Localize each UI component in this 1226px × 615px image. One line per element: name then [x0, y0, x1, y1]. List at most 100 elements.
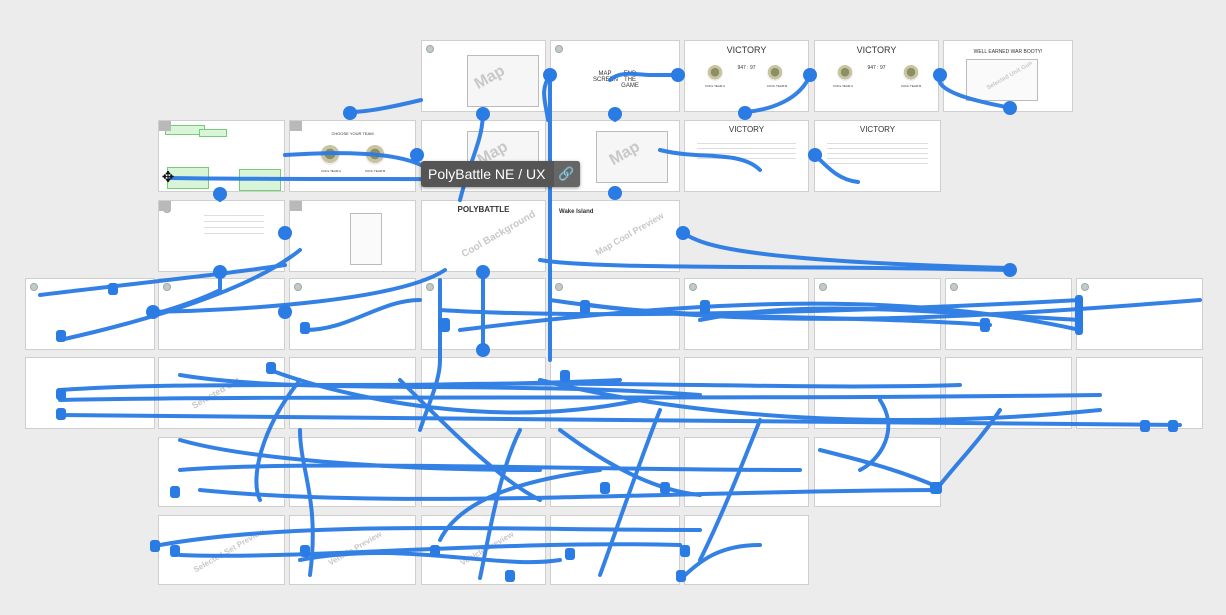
board-menu-icon[interactable]: •••	[551, 358, 560, 359]
board-watermark: Selected Set Preview	[192, 526, 266, 575]
team-b-label: COOL TEAM B	[766, 84, 788, 88]
board-menu-icon[interactable]: •••	[159, 279, 168, 280]
board-menu-icon[interactable]: •••	[422, 201, 431, 202]
board-watermark: Vehicle Preview	[326, 529, 384, 568]
board-menu-icon[interactable]: •••	[290, 358, 299, 359]
board-row7-1[interactable]: ••• Selected Set Preview	[158, 515, 285, 585]
board-row5-5[interactable]: •••	[684, 357, 809, 429]
board-menu-icon[interactable]: •••	[422, 358, 431, 359]
board-menu-icon[interactable]: •••	[685, 358, 694, 359]
board-row5-2[interactable]: •••	[289, 357, 416, 429]
board-menu-icon[interactable]: •••	[26, 358, 35, 359]
board-row4-3[interactable]: •••	[421, 278, 546, 350]
board-menu-icon[interactable]: •••	[946, 358, 955, 359]
board-row5-7[interactable]: •••	[945, 357, 1072, 429]
board-row6-2[interactable]: •••	[289, 437, 416, 507]
board-menu-icon[interactable]: •••	[685, 41, 694, 42]
board-menu-icon[interactable]: •••	[1077, 279, 1086, 280]
board-row5-3[interactable]: •••	[421, 357, 546, 429]
board-row4-0[interactable]: •••	[25, 278, 155, 350]
board-menu-icon[interactable]: •••	[422, 41, 431, 42]
board-row6-3[interactable]: •••	[421, 437, 546, 507]
board-row4-1[interactable]: •••	[158, 278, 285, 350]
board-menu-icon[interactable]: •••	[944, 41, 953, 42]
board-row4-7[interactable]: •••	[945, 278, 1072, 350]
board-menu-icon[interactable]: •••	[551, 121, 560, 122]
team-b-label: COOL TEAM B	[364, 169, 386, 173]
board-map-select[interactable]: ••• Map	[421, 40, 546, 112]
board-row5-8[interactable]: •••	[1076, 357, 1203, 429]
board-menu-icon[interactable]: •••	[290, 279, 299, 280]
link-wire	[678, 230, 1012, 270]
board-menu-icon[interactable]: •••	[551, 438, 560, 439]
board-menu-icon[interactable]: •••	[159, 358, 168, 359]
board-watermark: Cool Background	[459, 208, 538, 261]
board-title-screen[interactable]: ••• POLYBATTLE Cool Background	[421, 200, 546, 272]
board-menu-icon[interactable]: •••	[290, 516, 299, 517]
board-menu-icon[interactable]: •••	[551, 201, 560, 202]
board-menu-icon[interactable]: •••	[815, 121, 824, 122]
board-row5-0[interactable]: •••	[25, 357, 155, 429]
board-row7-2[interactable]: ••• Vehicle Preview	[289, 515, 416, 585]
board-settings[interactable]: •••	[289, 200, 416, 272]
board-menu-icon[interactable]: •••	[815, 279, 824, 280]
board-menu-icon[interactable]: •••	[685, 516, 694, 517]
board-menu-icon[interactable]: •••	[551, 516, 560, 517]
board-menu-icon[interactable]: •••	[1077, 358, 1086, 359]
link-icon[interactable]: 🔗	[553, 161, 580, 187]
board-menu-icon[interactable]: •••	[551, 41, 560, 42]
board-menu-icon[interactable]: •••	[290, 438, 299, 439]
logo-icon	[426, 283, 434, 291]
logo-icon	[555, 283, 563, 291]
trophy-icon	[707, 65, 723, 81]
board-row6-4[interactable]: •••	[550, 437, 680, 507]
board-choose-team[interactable]: ••• CHOOSE YOUR TEAM COOL TEAM A COOL TE…	[289, 120, 416, 192]
board-text-page-1[interactable]: •••	[158, 200, 285, 272]
board-menu-icon[interactable]: •••	[26, 279, 35, 280]
board-row5-4[interactable]: •••	[550, 357, 680, 429]
board-menu-icon[interactable]: •••	[685, 438, 694, 439]
logo-icon	[819, 283, 827, 291]
board-victory-1[interactable]: ••• VICTORY 947 : 97 COOL TEAM A COOL TE…	[684, 40, 809, 112]
board-victory-2[interactable]: ••• VICTORY 947 : 97 COOL TEAM A COOL TE…	[814, 40, 939, 112]
victory-heading: VICTORY	[726, 45, 767, 55]
board-row6-1[interactable]: •••	[158, 437, 285, 507]
board-menu-icon[interactable]: •••	[159, 438, 168, 439]
board-menu-icon[interactable]: •••	[815, 41, 824, 42]
board-row4-5[interactable]: •••	[684, 278, 809, 350]
board-row5-1[interactable]: •••Selected Set	[158, 357, 285, 429]
board-wake-island[interactable]: ••• Wake Island Map Cool Preview	[550, 200, 680, 272]
board-row7-5[interactable]: •••	[684, 515, 809, 585]
board-map-screen[interactable]: ••• MAP SCREEN END THE GAME	[550, 40, 680, 112]
board-menu-icon[interactable]: •••	[551, 279, 560, 280]
board-row4-4[interactable]: •••	[550, 278, 680, 350]
board-menu-icon[interactable]: •••	[422, 121, 431, 122]
board-menu-icon[interactable]: •••	[946, 279, 955, 280]
board-row4-8[interactable]: •••	[1076, 278, 1203, 350]
board-row7-4[interactable]: •••	[550, 515, 680, 585]
board-wire-notes[interactable]: •••	[158, 120, 285, 192]
board-war-booty[interactable]: ••• WELL EARNED WAR BOOTY! Selected Unit…	[943, 40, 1073, 112]
board-menu-icon[interactable]: •••	[685, 279, 694, 280]
board-victory-stats-1[interactable]: ••• VICTORY	[684, 120, 809, 192]
board-row4-2[interactable]: •••	[289, 278, 416, 350]
board-row6-6[interactable]: •••	[814, 437, 941, 507]
board-menu-icon[interactable]: •••	[685, 121, 694, 122]
board-row4-6[interactable]: •••	[814, 278, 941, 350]
board-menu-icon[interactable]: •••	[422, 516, 431, 517]
board-menu-icon[interactable]: •••	[815, 438, 824, 439]
board-menu-icon[interactable]: •••	[159, 516, 168, 517]
board-row5-6[interactable]: •••	[814, 357, 941, 429]
document-title: PolyBattle NE / UX	[428, 166, 546, 182]
board-row6-5[interactable]: •••	[684, 437, 809, 507]
document-title-tooltip[interactable]: PolyBattle NE / UX 🔗	[421, 161, 580, 187]
board-row7-3[interactable]: •••Vehicle Preview	[421, 515, 546, 585]
board-victory-stats-2[interactable]: ••• VICTORY	[814, 120, 941, 192]
move-cursor-icon: ✥	[161, 169, 175, 186]
logo-icon	[294, 283, 302, 291]
board-menu-icon[interactable]: •••	[815, 358, 824, 359]
logo-icon	[30, 283, 38, 291]
board-menu-icon[interactable]: •••	[422, 438, 431, 439]
board-menu-icon[interactable]: •••	[422, 279, 431, 280]
